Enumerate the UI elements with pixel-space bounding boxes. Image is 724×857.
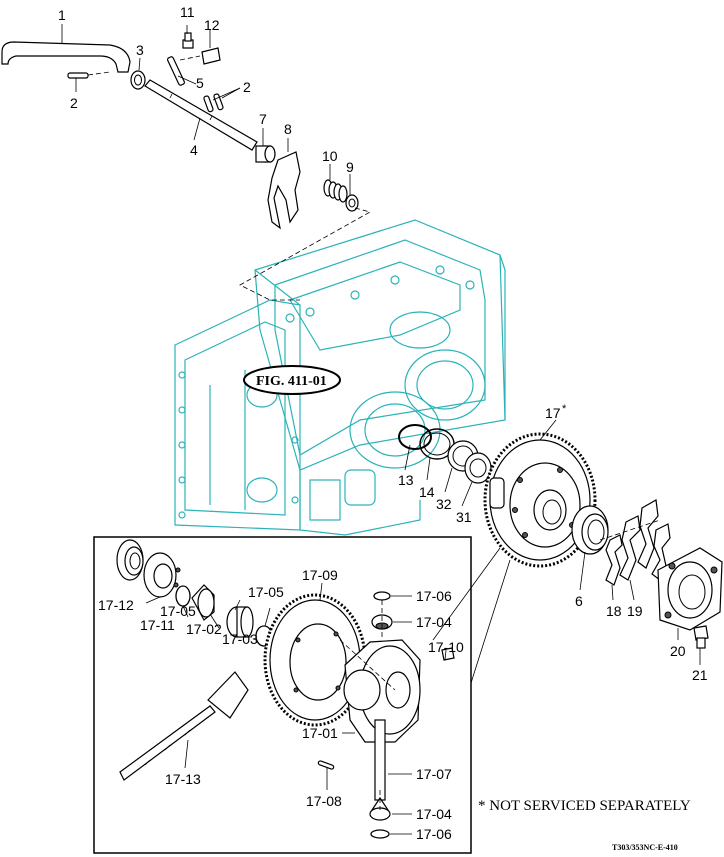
center-lines (339, 519, 661, 810)
differential-assembly (398, 424, 723, 649)
detail-17-03: 17-03 (222, 631, 258, 647)
callout-3: 3 (136, 42, 144, 58)
bolt-21 (693, 625, 709, 649)
callout-11: 11 (180, 4, 195, 20)
drawing-code: T303/353NC-E-410 (612, 843, 678, 852)
callout-19: 19 (627, 603, 643, 619)
spring-pin (166, 56, 186, 86)
snap-ring (398, 424, 432, 450)
detail-parts (116, 539, 455, 839)
callout-2-left: 2 (70, 95, 78, 111)
pin-left (67, 72, 89, 79)
callout-20: 20 (670, 643, 686, 659)
bearing-6 (571, 505, 609, 555)
detail-17-04-top: 17-04 (416, 614, 452, 630)
spring-10 (323, 179, 348, 203)
callout-13: 13 (398, 472, 414, 488)
detail-17-06-top: 17-06 (416, 588, 452, 604)
shim-19 (619, 515, 641, 581)
callout-17-asterisk: * (562, 403, 567, 415)
callout-17: 17 (545, 405, 561, 421)
detail-17-07: 17-07 (416, 766, 452, 782)
detail-17-05-left: 17-05 (160, 603, 196, 619)
shift-fork (267, 151, 301, 230)
callout-labels: 1 2 3 4 5 11 12 2 7 8 10 9 13 14 32 31 1… (58, 4, 708, 852)
callout-9: 9 (346, 159, 354, 175)
shim-18 (605, 534, 623, 586)
plate-12 (201, 47, 221, 65)
fig-ref-oval (243, 365, 341, 395)
detail-17-04-bottom: 17-04 (416, 806, 452, 822)
detail-17-09: 17-09 (302, 567, 338, 583)
callout-18: 18 (606, 603, 622, 619)
callout-31: 31 (456, 509, 472, 525)
callout-7: 7 (259, 111, 267, 127)
callout-4: 4 (190, 142, 198, 158)
callout-2-right: 2 (243, 79, 251, 95)
differential-17 (483, 432, 597, 568)
detail-17-08: 17-08 (306, 793, 342, 809)
detail-17-02: 17-02 (186, 621, 222, 637)
pin-right-a (203, 95, 214, 113)
detail-17-12: 17-12 (98, 597, 134, 613)
callout-14: 14 (419, 484, 435, 500)
callout-5: 5 (196, 75, 204, 91)
detail-17-06-bottom: 17-06 (416, 826, 452, 842)
transmission-case (174, 219, 506, 536)
bearing-cover-20 (657, 547, 723, 631)
shift-shaft (144, 79, 258, 151)
pin-right-b (213, 93, 224, 111)
callout-21: 21 (692, 667, 708, 683)
detail-17-01: 17-01 (302, 725, 338, 741)
callout-6: 6 (575, 593, 583, 609)
callout-8: 8 (284, 121, 292, 137)
detail-17-10: 17-10 (428, 639, 464, 655)
callout-32: 32 (436, 496, 452, 512)
service-note: * NOT SERVICED SEPARATELY (478, 798, 691, 814)
shift-lever (1, 41, 131, 73)
shift-rod-assembly (1, 32, 372, 301)
callout-1: 1 (58, 7, 66, 23)
detail-17-13: 17-13 (165, 771, 201, 787)
detail-17-11: 17-11 (140, 617, 175, 633)
callout-12: 12 (204, 17, 220, 33)
collar-31 (464, 452, 492, 484)
callout-10: 10 (322, 148, 338, 164)
detail-17-05-right: 17-05 (248, 584, 284, 600)
leader-lines (61, 24, 701, 835)
fig-reference: FIG. 411-01 (256, 374, 327, 389)
